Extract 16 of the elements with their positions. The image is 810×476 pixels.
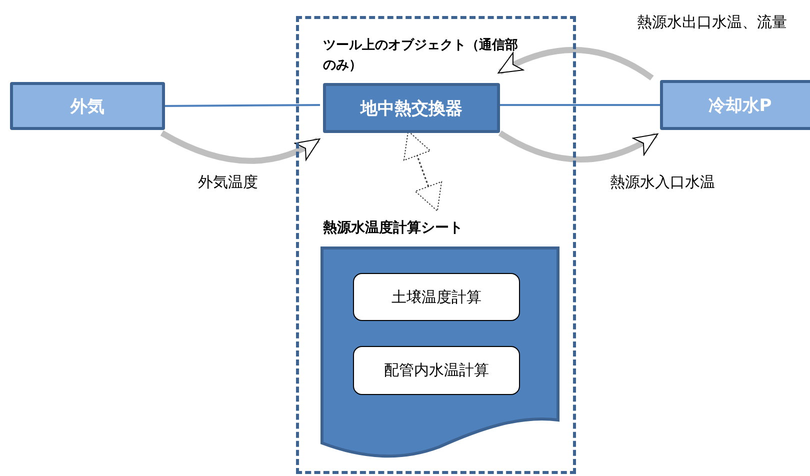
process-box: 土壌温度計算 [353, 273, 520, 321]
connector-line [165, 104, 320, 107]
dashed-frame [296, 16, 576, 474]
double-arrow [403, 130, 442, 212]
process-box: 配管内水温計算 [353, 346, 520, 395]
process-box: 地中熱交換器 [323, 83, 500, 133]
process-box: 冷却水P [660, 80, 810, 130]
sheet-heading: 熱源水温度計算シート [323, 219, 463, 237]
curved-arrow [160, 130, 320, 164]
edge-label: 熱源水入口水温 [610, 172, 716, 193]
curved-arrow [498, 47, 654, 80]
edge-label: 外気温度 [198, 172, 259, 193]
frame-heading: ツール上のオブジェクト（通信部のみ） [323, 36, 519, 76]
edge-label: 熱源水出口水温、流量 [637, 12, 788, 33]
curved-arrow [498, 130, 658, 162]
process-box: 外気 [10, 82, 165, 130]
